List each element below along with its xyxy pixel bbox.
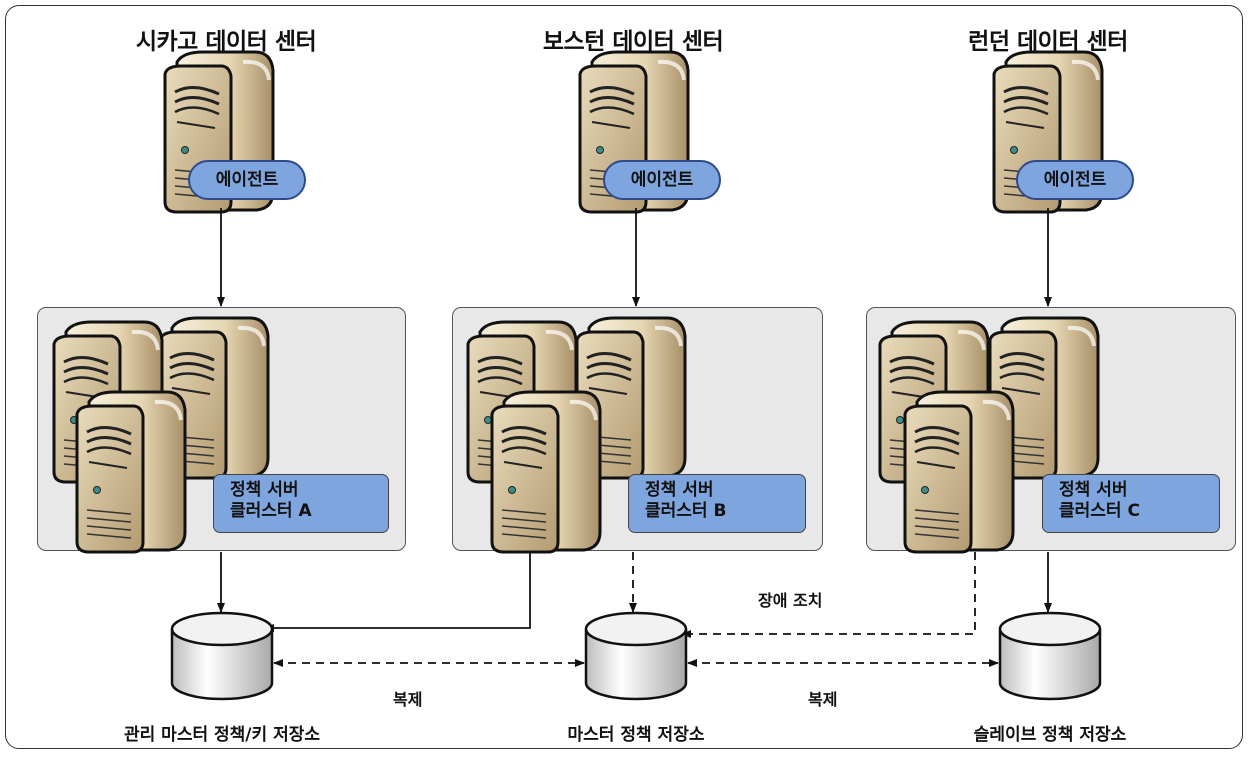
replication-label-left: 복제 (393, 690, 423, 709)
admin-master-store-icon (170, 611, 274, 701)
cluster-a-label-line2: 클러스터 A (230, 501, 312, 521)
cluster-a-label: 정책 서버 클러스터 A (213, 474, 389, 533)
cluster-c-label: 정책 서버 클러스터 C (1042, 474, 1220, 533)
master-store-icon (584, 611, 688, 701)
cluster-b-label-line2: 클러스터 B (645, 501, 727, 521)
diagram-frame (5, 5, 1243, 749)
failover-label: 장애 조치 (758, 591, 823, 610)
cluster-b-server-front-icon (490, 390, 602, 554)
master-store-label: 마스터 정책 저장소 (567, 725, 705, 745)
admin-master-store-label: 관리 마스터 정책/키 저장소 (123, 725, 320, 745)
slave-store-label: 슬레이브 정책 저장소 (973, 725, 1127, 745)
cluster-c-label-line2: 클러스터 C (1059, 501, 1140, 521)
boston-agent-label: 에이전트 (603, 160, 721, 200)
london-agent-label: 에이전트 (1016, 160, 1134, 200)
chicago-agent-label: 에이전트 (188, 160, 306, 200)
cluster-a-server-front-icon (75, 390, 187, 554)
cluster-c-label-line1: 정책 서버 (1059, 480, 1128, 500)
slave-store-icon (998, 611, 1102, 701)
arrow-cluster-c-to-master-store-failover (681, 552, 976, 638)
cluster-a-label-line1: 정책 서버 (230, 480, 299, 500)
cluster-b-label: 정책 서버 클러스터 B (628, 474, 806, 533)
replication-label-right: 복제 (808, 690, 838, 709)
cluster-c-server-front-icon (903, 390, 1015, 554)
cluster-b-label-line1: 정책 서버 (645, 480, 714, 500)
arrow-cluster-b-to-admin-store (264, 552, 531, 632)
